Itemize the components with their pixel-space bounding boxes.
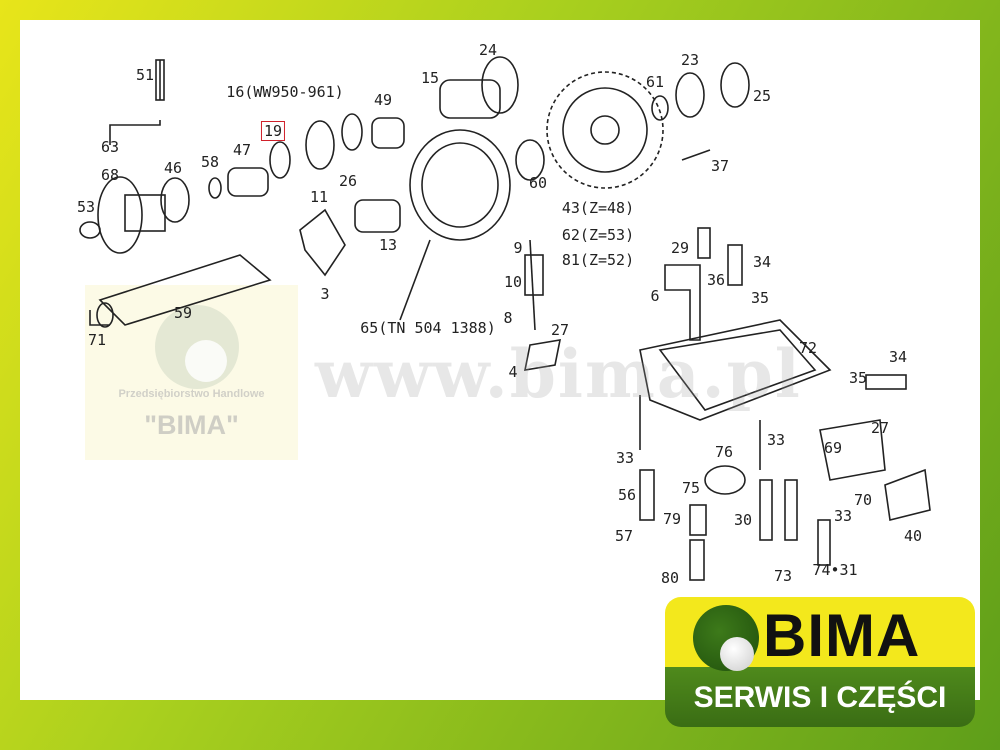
part-label: 51 — [135, 66, 155, 84]
logo-name: BIMA — [763, 602, 921, 669]
part-label: 35 — [848, 369, 868, 387]
part-label: 70 — [853, 491, 873, 509]
part-label: 37 — [710, 157, 730, 175]
part-label: 13 — [378, 236, 398, 254]
part-label: 62(Z=53) — [561, 226, 635, 244]
part-label: 10 — [503, 273, 523, 291]
watermark-company-sub: Przedsiębiorstwo Handlowe — [118, 388, 265, 400]
part-label: 3 — [320, 285, 330, 303]
part-label: 79 — [662, 510, 682, 528]
watermark-company-badge: Przedsiębiorstwo Handlowe "BIMA" — [85, 285, 298, 460]
part-label: 23 — [680, 51, 700, 69]
watermark-company-name: "BIMA" — [144, 410, 239, 440]
part-label: 60 — [528, 174, 548, 192]
part-label: 61 — [645, 73, 665, 91]
logo-bottom-band — [665, 667, 975, 727]
part-label: 16(WW950-961) — [226, 83, 344, 101]
part-label: 56 — [617, 486, 637, 504]
part-label: 75 — [681, 479, 701, 497]
part-label: 30 — [733, 511, 753, 529]
part-label: 73 — [773, 567, 793, 585]
part-label: 29 — [670, 239, 690, 257]
part-label: 53 — [76, 198, 96, 216]
part-label: 47 — [232, 141, 252, 159]
part-label: 34 — [888, 348, 908, 366]
part-label: 27 — [550, 321, 570, 339]
part-label: 65(TN 504 1388) — [360, 319, 496, 337]
part-label: 63 — [100, 138, 120, 156]
part-label: 80 — [660, 569, 680, 587]
part-label: 49 — [373, 91, 393, 109]
part-label: 24 — [478, 41, 498, 59]
watermark-url: www.bima.pl — [315, 335, 802, 413]
part-label: 40 — [903, 527, 923, 545]
part-label-highlighted: 19 — [260, 121, 286, 141]
part-label: 74•31 — [812, 561, 858, 579]
part-label: 33 — [766, 431, 786, 449]
part-label: 68 — [100, 166, 120, 184]
part-label: 59 — [173, 304, 193, 322]
part-label: 26 — [338, 172, 358, 190]
part-label: 36 — [706, 271, 726, 289]
part-label: 43(Z=48) — [561, 199, 635, 217]
part-label: 15 — [420, 69, 440, 87]
part-label: 6 — [650, 287, 660, 305]
part-label: 11 — [309, 188, 329, 206]
logo-tagline: SERWIS I CZĘŚCI — [693, 681, 947, 714]
part-label: 25 — [752, 87, 772, 105]
part-label: 72 — [798, 339, 818, 357]
part-label: 9 — [513, 239, 523, 257]
part-label: 46 — [163, 159, 183, 177]
part-label: 81(Z=52) — [561, 251, 635, 269]
part-label: 27 — [870, 419, 890, 437]
part-label: 4 — [508, 363, 518, 381]
part-label: 33 — [615, 449, 635, 467]
part-label: 58 — [200, 153, 220, 171]
bima-logo: BIMA SERWIS I CZĘŚCI — [665, 597, 975, 732]
part-label: 8 — [503, 309, 513, 327]
watermark-logo-dot-icon — [185, 340, 227, 382]
logo-white-ball-icon — [720, 637, 754, 671]
part-label: 34 — [752, 253, 772, 271]
part-label: 69 — [823, 439, 843, 457]
part-label: 76 — [714, 443, 734, 461]
part-label: 33 — [833, 507, 853, 525]
part-label: 57 — [614, 527, 634, 545]
part-label: 71 — [87, 331, 107, 349]
part-label: 35 — [750, 289, 770, 307]
